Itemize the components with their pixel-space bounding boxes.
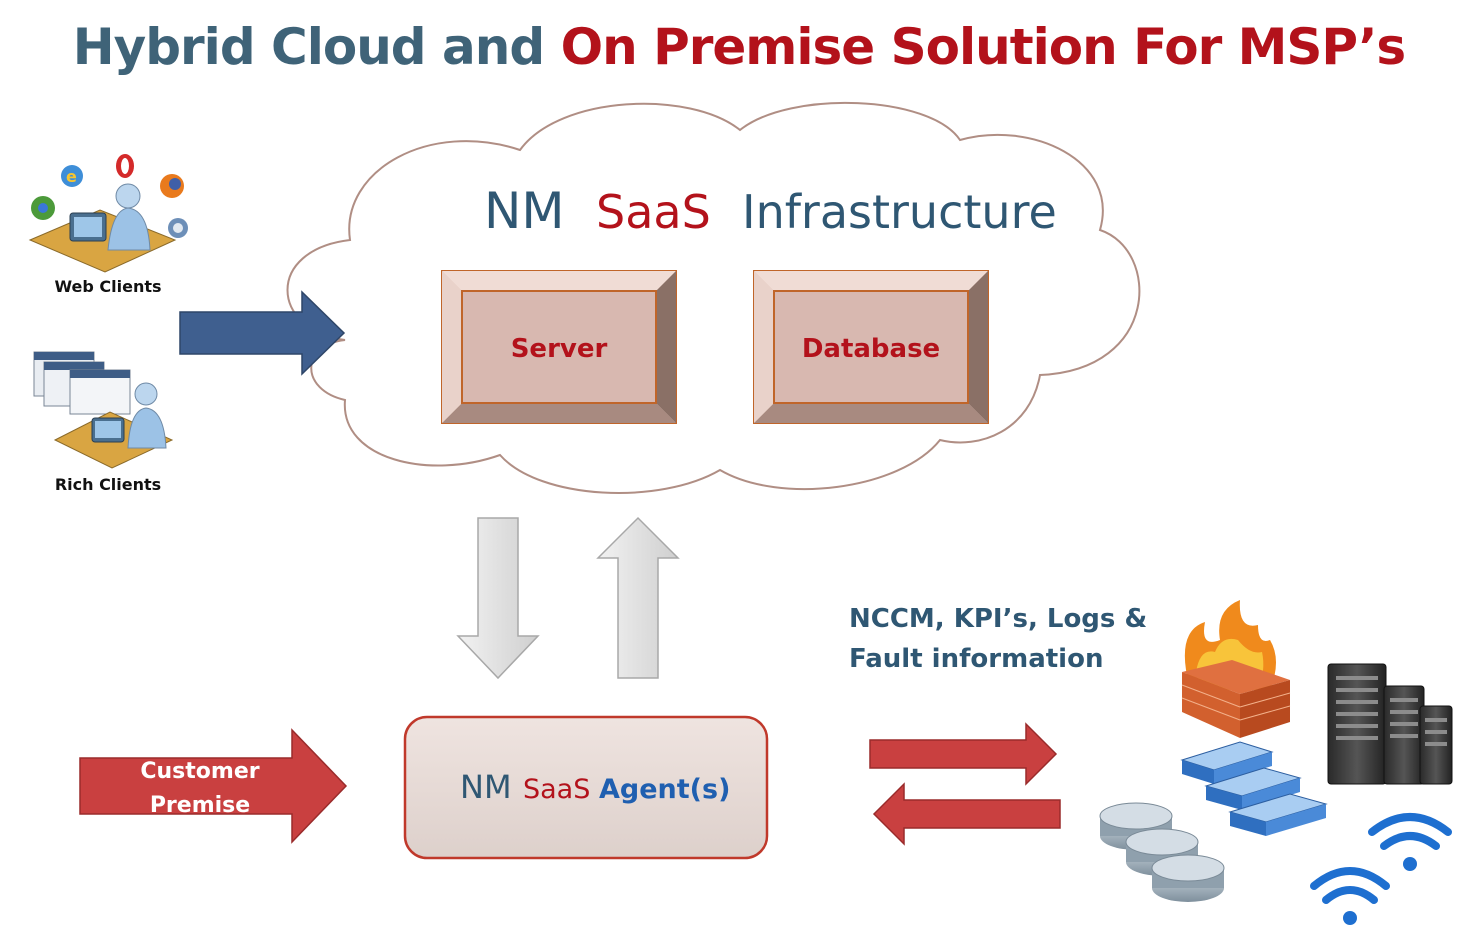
cloud-infrastructure-label: Infrastructure	[742, 185, 1057, 239]
browser-icons: e	[31, 154, 188, 238]
database-box: Database	[753, 270, 989, 424]
switch-icon	[1180, 741, 1328, 836]
cloud-brand-saas: SaaS	[596, 185, 711, 239]
router-icon	[1099, 802, 1225, 902]
agent-brand-nm: NM	[460, 768, 512, 806]
svg-text:e: e	[66, 167, 77, 186]
devices-to-agent-arrow	[872, 782, 1061, 846]
cloud-brand-nm: NM	[484, 182, 565, 240]
agent-label: Agent(s)	[599, 774, 730, 805]
web-client-icon: e	[28, 154, 188, 273]
agent-brand-saas: SaaS	[523, 774, 590, 805]
info-line1: NCCM, KPI’s, Logs &	[849, 604, 1147, 634]
agent-to-cloud-arrow	[596, 516, 680, 679]
cloud-shape	[286, 101, 1141, 494]
title-part-1: Hybrid Cloud and	[72, 18, 545, 76]
agent-box	[403, 715, 769, 860]
web-clients-label: Web Clients	[54, 277, 161, 296]
page-title: Hybrid Cloud and On Premise Solution For…	[0, 18, 1478, 76]
database-label: Database	[802, 334, 940, 364]
clients-to-cloud-arrow	[179, 290, 346, 376]
rich-client-icon	[33, 351, 174, 469]
server-rack-icon	[1327, 663, 1453, 785]
server-label: Server	[511, 334, 608, 364]
customer-premise-line1: Customer	[140, 759, 259, 784]
title-part-2: On Premise Solution For MSP’s	[560, 18, 1407, 76]
firewall-icon	[1181, 600, 1291, 738]
server-box: Server	[441, 270, 677, 424]
info-line2: Fault information	[849, 644, 1103, 674]
customer-premise-line2: Premise	[150, 793, 250, 818]
wifi-icon	[1310, 813, 1452, 925]
rich-clients-label: Rich Clients	[55, 475, 161, 494]
agent-to-devices-arrow	[869, 722, 1058, 786]
customer-premise-arrow	[79, 728, 348, 844]
cloud-to-agent-arrow	[456, 517, 540, 680]
